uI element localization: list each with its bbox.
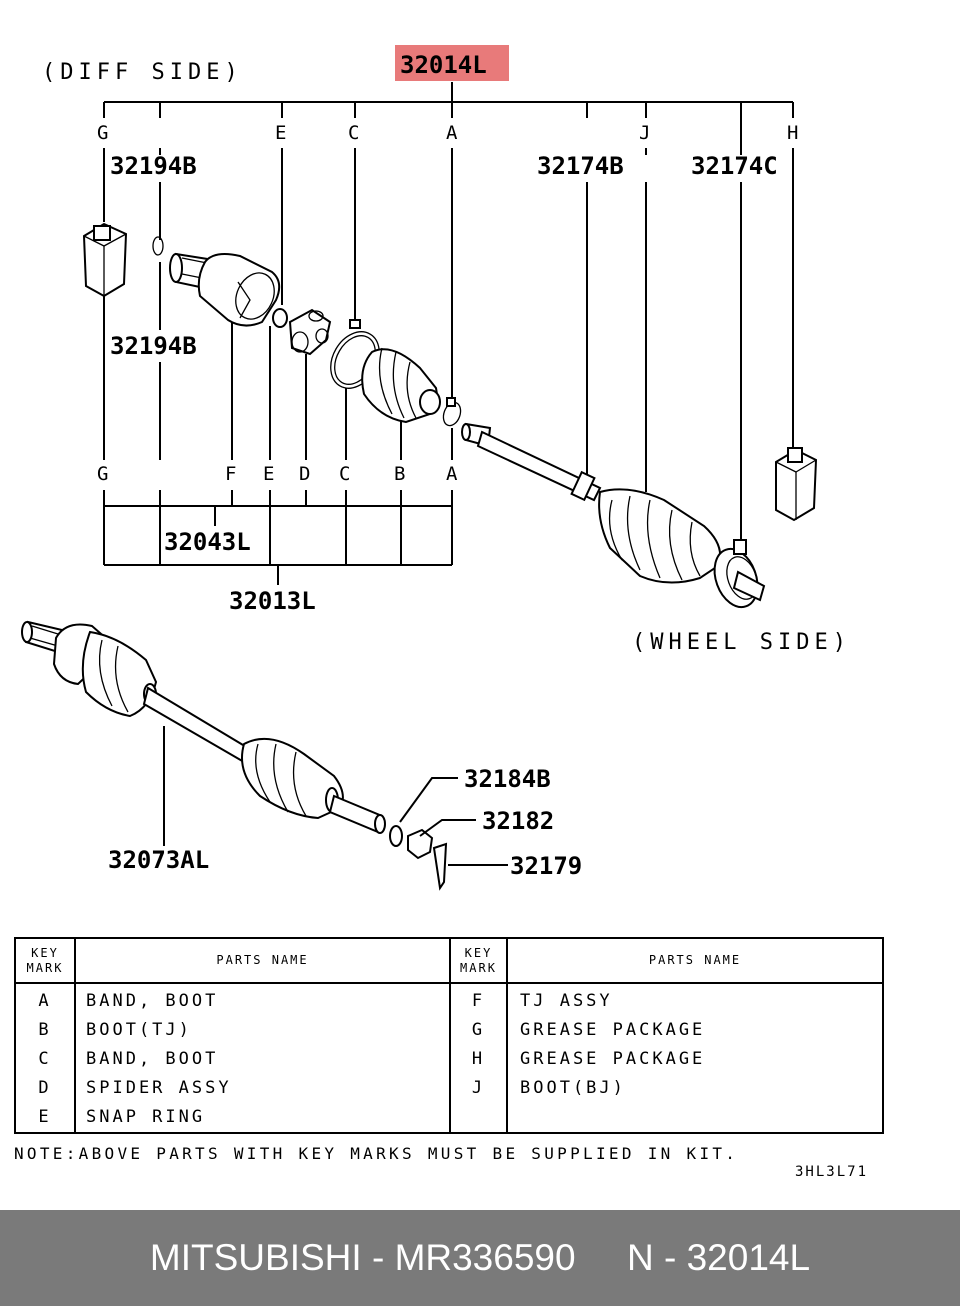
grease-package-diff-icon xyxy=(82,222,128,298)
key-mark-header-right: KEY MARK xyxy=(460,945,497,975)
pn-32073al[interactable]: 32073AL xyxy=(108,846,209,874)
exploded-parts-diagram: (DIFF SIDE) 32014L G E C A J H 32194B 32… xyxy=(21,45,851,891)
drive-shaft-complete-icon xyxy=(21,620,386,834)
top-bracket-ticks xyxy=(103,102,794,118)
bottom-key-e: E xyxy=(263,463,274,485)
key-mark-d: D xyxy=(38,1078,52,1098)
tj-assy-icon xyxy=(169,252,281,327)
key-mark-b: B xyxy=(38,1020,52,1040)
snap-ring-icon xyxy=(272,308,288,328)
pn-32013l[interactable]: 32013L xyxy=(229,587,316,615)
kit-note: NOTE:ABOVE PARTS WITH KEY MARKS MUST BE … xyxy=(14,1144,739,1163)
washer-icon xyxy=(389,825,403,847)
part-name-b: BOOT(TJ) xyxy=(86,1020,192,1040)
drawing-code: 3HL3L71 xyxy=(795,1164,869,1180)
part-name-h: GREASE PACKAGE xyxy=(520,1049,706,1069)
top-key-h: H xyxy=(787,122,798,144)
footer-part-number: MR336590 xyxy=(394,1237,576,1278)
key-mark-h: H xyxy=(471,1049,486,1069)
bottom-key-c: C xyxy=(339,463,350,485)
circlip-icon xyxy=(152,236,164,256)
spider-assy-icon xyxy=(288,308,332,356)
part-name-c: BAND, BOOT xyxy=(86,1049,219,1069)
pn-32043l[interactable]: 32043L xyxy=(164,528,251,556)
key-mark-table: KEY MARK PARTS NAME KEY MARK PARTS NAME … xyxy=(14,937,884,1134)
bottom-key-d: D xyxy=(299,463,310,485)
main-part-number[interactable]: 32014L xyxy=(400,51,487,79)
pn-32182[interactable]: 32182 xyxy=(482,807,554,835)
key-mark-g: G xyxy=(471,1020,486,1040)
diff-side-label: (DIFF SIDE) xyxy=(42,60,243,85)
band-boot-a-icon xyxy=(442,397,462,427)
top-key-a: A xyxy=(446,122,458,144)
top-key-c: C xyxy=(348,122,359,144)
drive-shaft-upper-icon xyxy=(461,422,766,609)
bottom-key-b: B xyxy=(394,463,405,485)
key-mark-f: F xyxy=(471,991,486,1011)
pn-32194b-top[interactable]: 32194B xyxy=(110,152,197,180)
bottom-key-a: A xyxy=(446,463,458,485)
key-mark-j: J xyxy=(471,1078,486,1098)
footer-brand: MITSUBISHI xyxy=(149,1237,362,1278)
highlight-box xyxy=(395,45,509,81)
top-key-j: J xyxy=(639,122,650,144)
pn-32194b-lower[interactable]: 32194B xyxy=(110,332,197,360)
grease-package-wheel-icon xyxy=(775,447,818,522)
footer-catalog-ref: N - 32014L xyxy=(626,1237,811,1278)
key-mark-e: E xyxy=(38,1107,52,1127)
key-mark-header-left: KEY MARK xyxy=(26,945,64,975)
part-name-d: SPIDER ASSY xyxy=(86,1078,232,1098)
top-key-g: G xyxy=(97,122,108,144)
part-name-j: BOOT(BJ) xyxy=(520,1078,626,1098)
pn-32184b[interactable]: 32184B xyxy=(464,765,551,793)
top-key-e: E xyxy=(275,122,286,144)
parts-name-header-left: PARTS NAME xyxy=(216,953,309,967)
pn-32179[interactable]: 32179 xyxy=(510,852,582,880)
boot-tj-icon xyxy=(361,347,441,424)
part-name-e: SNAP RING xyxy=(86,1107,206,1127)
wheel-side-label: (WHEEL SIDE) xyxy=(632,630,851,655)
bottom-key-f: F xyxy=(225,463,236,485)
cotter-pin-icon xyxy=(432,842,448,891)
key-mark-a: A xyxy=(38,991,52,1011)
part-name-g: GREASE PACKAGE xyxy=(520,1020,706,1040)
part-name-f: TJ ASSY xyxy=(520,991,613,1011)
key-mark-c: C xyxy=(38,1049,52,1069)
footer-bar: MITSUBISHI - MR336590 N - 32014L xyxy=(0,1210,960,1306)
bottom-key-g: G xyxy=(97,463,108,485)
pn-32174c[interactable]: 32174C xyxy=(691,152,778,180)
pn-32174b[interactable]: 32174B xyxy=(537,152,624,180)
nut-icon xyxy=(407,828,434,860)
part-name-a: BAND, BOOT xyxy=(86,991,219,1011)
parts-name-header-right: PARTS NAME xyxy=(648,953,742,967)
